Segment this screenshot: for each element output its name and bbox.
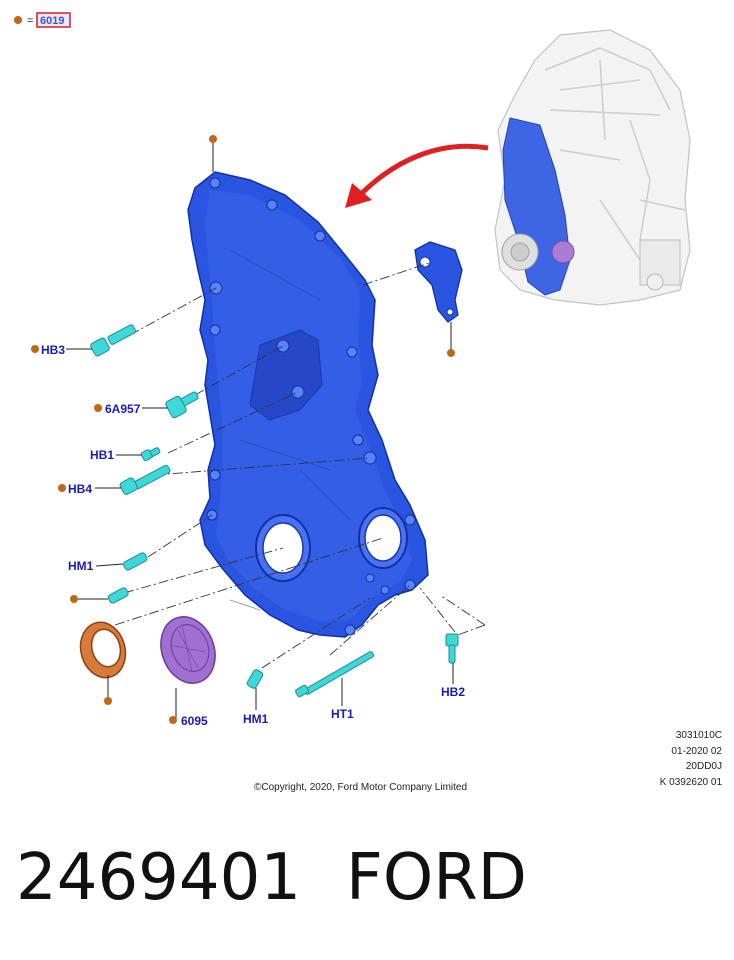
callout-6a957: 6A957 [105, 402, 141, 416]
marker-dots [31, 135, 455, 724]
alignment-lines [114, 261, 486, 669]
copyright-notice: ©Copyright, 2020, Ford Motor Company Lim… [254, 782, 468, 793]
callout-hb1: HB1 [90, 448, 114, 462]
bolt-6a957 [165, 391, 199, 419]
drawing-code-2: 01-2020 02 [671, 745, 722, 757]
drawing-code-4: K 0392620 01 [659, 776, 722, 788]
legend-code: 6019 [40, 15, 64, 27]
brand-name: FORD [346, 841, 527, 915]
callout-hb4: HB4 [68, 482, 92, 496]
callout-hm1-left: HM1 [68, 559, 94, 573]
legend-equals: = [27, 15, 33, 27]
drawing-reference-codes: 3031010C 01-2020 02 20DD0J K 0392620 01 [660, 728, 722, 790]
leader-lines [66, 140, 454, 718]
callout-6095: 6095 [181, 714, 208, 728]
callout-labels: HB3 6A957 HB1 HB4 HM1 6095 HM1 HT1 HB2 [41, 343, 465, 728]
callout-hb2: HB2 [441, 685, 465, 699]
callout-hm1-bottom: HM1 [243, 712, 269, 726]
legend-code-box [36, 12, 71, 28]
part-6095 [160, 616, 216, 684]
callout-ht1: HT1 [331, 707, 354, 721]
legend-dot [14, 16, 22, 24]
crankshaft-oil-seal [79, 621, 127, 679]
bolt-hb2 [445, 633, 459, 664]
part-number: 2469401 [16, 841, 302, 915]
engine-overview-image [494, 29, 691, 306]
bolt-hb1 [140, 447, 161, 462]
drawing-code-1: 3031010C [675, 730, 722, 741]
location-arrow [345, 143, 489, 208]
stud-hm1-bottom [246, 669, 264, 689]
bolt-hb4 [119, 464, 171, 495]
bolt-hb3 [90, 324, 137, 357]
legend: = 6019 [14, 12, 71, 28]
timing-cover [187, 171, 429, 638]
cover-bracket [414, 241, 463, 323]
callout-hb3: HB3 [41, 343, 65, 357]
drawing-code-3: 20DD0J [685, 761, 722, 772]
stud-hm1-left [123, 552, 148, 571]
timing-cover-exploded-diagram: = 6019 [14, 12, 691, 728]
stud-ht1 [295, 651, 375, 698]
sensor-bolt [107, 587, 129, 604]
